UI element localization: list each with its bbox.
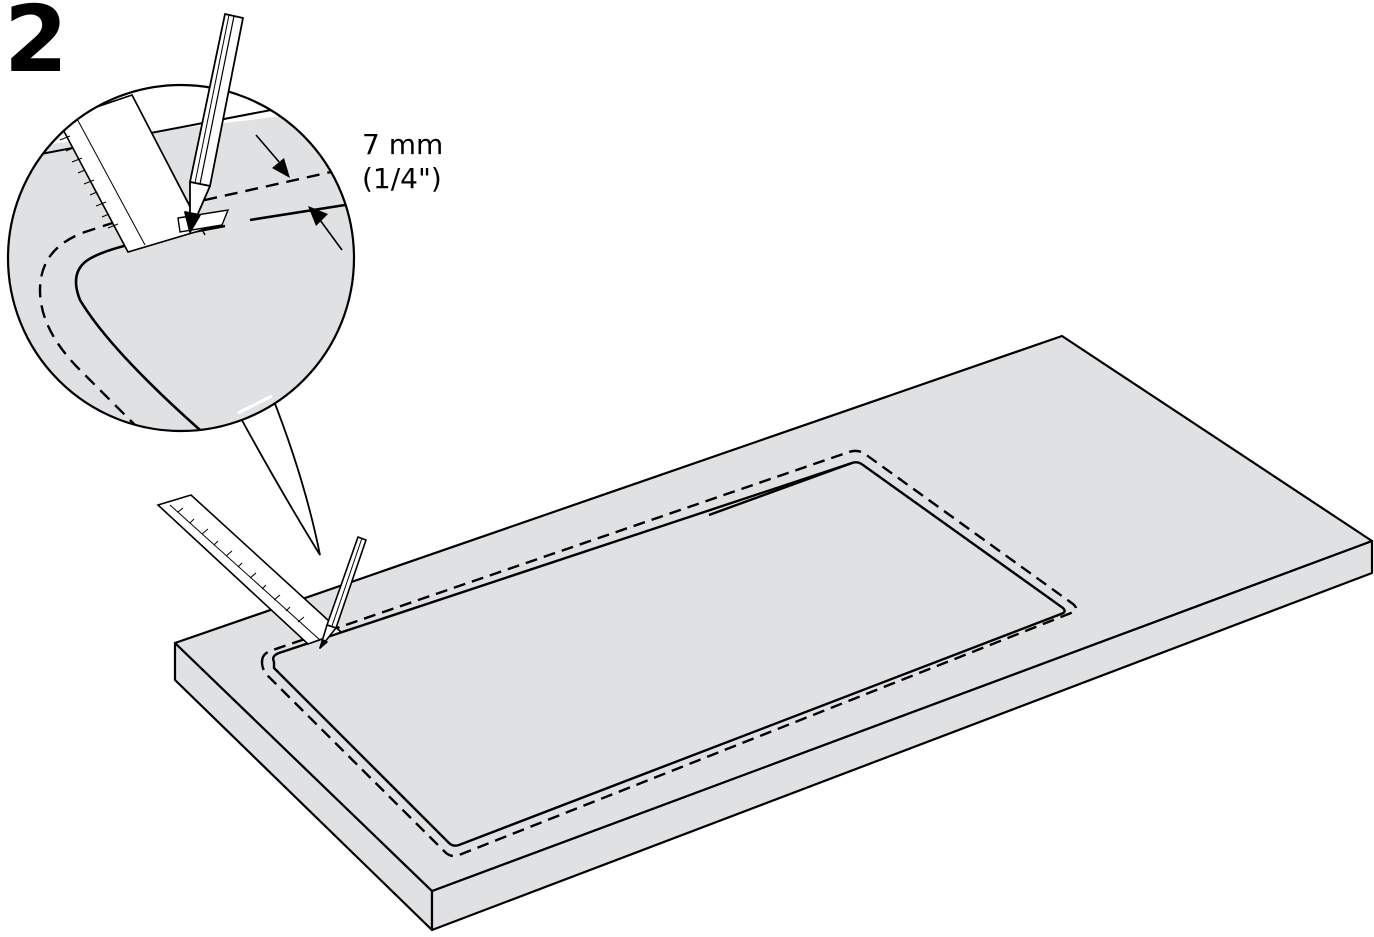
countertop <box>173 334 1374 932</box>
dimension-imperial: (1/4") <box>362 162 442 195</box>
countertop-top-surface <box>173 334 1374 893</box>
arrow-icon <box>308 206 343 251</box>
pencil-icon <box>184 13 244 233</box>
dimension-metric: 7 mm <box>362 128 444 161</box>
cut-line-dashed <box>260 449 1078 858</box>
pencil-icon <box>319 536 367 649</box>
cutout-segment <box>708 461 853 517</box>
cutout-outline <box>271 461 1066 847</box>
dimension-label: 7 mm (1/4") <box>362 128 443 196</box>
ruler-icon <box>156 494 343 645</box>
arrow-icon <box>255 134 290 178</box>
callout-pointer <box>237 395 321 556</box>
magnifier-detail <box>6 83 356 433</box>
step-number: 2 <box>4 0 68 93</box>
